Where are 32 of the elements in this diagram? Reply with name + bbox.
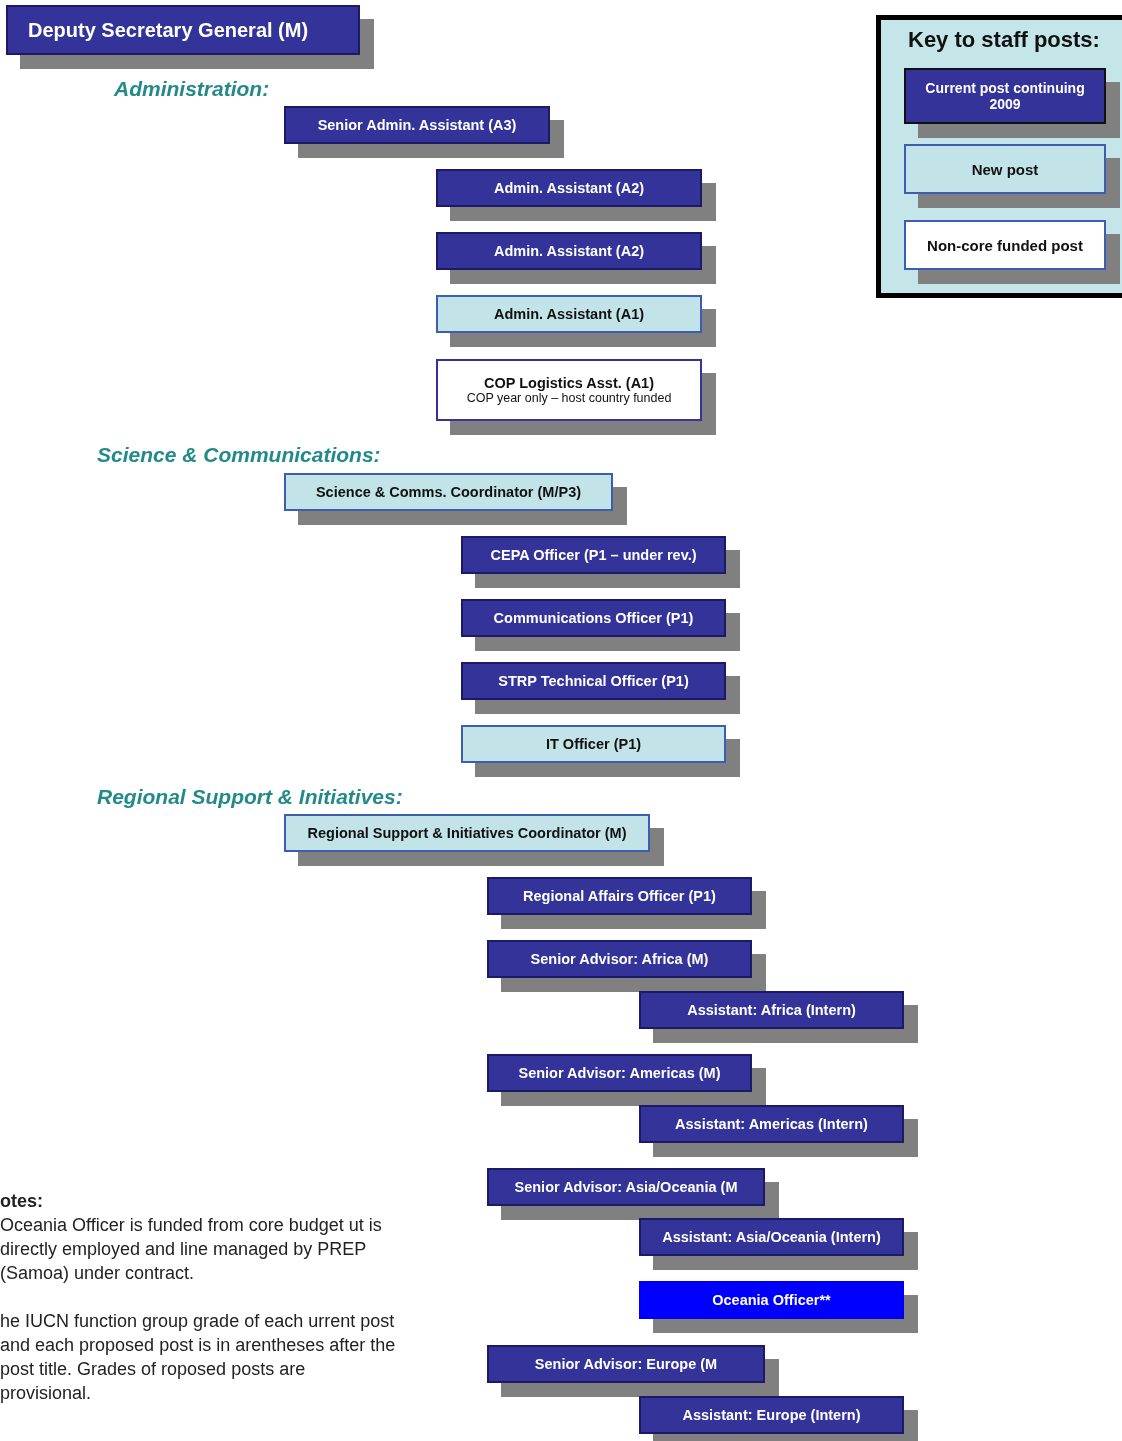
legend-label: New post xyxy=(970,159,1040,180)
post-box: Senior Advisor: Asia/Oceania (M xyxy=(487,1168,765,1206)
post-box: STRP Technical Officer (P1) xyxy=(461,662,726,700)
legend-label: Non-core funded post xyxy=(926,235,1084,256)
section-heading: Administration: xyxy=(114,77,270,101)
post-box: Admin. Assistant (A2) xyxy=(436,169,702,207)
notes-heading: otes: xyxy=(0,1190,43,1213)
post-box: Admin. Assistant (A2) xyxy=(436,232,702,270)
post-box: Senior Admin. Assistant (A3) xyxy=(284,106,550,144)
legend-label: Current post continuing 2009 xyxy=(924,79,1086,114)
post-box: Regional Support & Initiatives Coordinator (M) xyxy=(284,814,650,852)
post-box: Oceania Officer** xyxy=(639,1281,904,1319)
note-text: he IUCN function group grade of each urrent post and each proposed post is in arentheses after the post title. Grades of roposed posts are provisional. xyxy=(0,1310,397,1405)
post-box: Assistant: Africa (Intern) xyxy=(639,991,904,1029)
section-heading: Science & Communications: xyxy=(97,443,381,467)
post-box: CEPA Officer (P1 – under rev.) xyxy=(461,536,726,574)
post-box: Admin. Assistant (A1) xyxy=(436,295,702,333)
post-box: Communications Officer (P1) xyxy=(461,599,726,637)
section-heading: Regional Support & Initiatives: xyxy=(97,785,403,809)
post-box: Assistant: Asia/Oceania (Intern) xyxy=(639,1218,904,1256)
post-box: Senior Advisor: Europe (M xyxy=(487,1345,765,1383)
post-box: Assistant: Europe (Intern) xyxy=(639,1396,904,1434)
post-box: Senior Advisor: Americas (M) xyxy=(487,1054,752,1092)
post-box: COP Logistics Asst. (A1) COP year only – host country funded xyxy=(436,359,702,421)
post-box: IT Officer (P1) xyxy=(461,725,726,763)
post-box: Regional Affairs Officer (P1) xyxy=(487,877,752,915)
post-box: Senior Advisor: Africa (M) xyxy=(487,940,752,978)
post-box: Deputy Secretary General (M) xyxy=(6,5,360,55)
post-box: Assistant: Americas (Intern) xyxy=(639,1105,904,1143)
note-text: Oceania Officer is funded from core budget ut is directly employed and line managed by PREP (Samoa) under contract. xyxy=(0,1214,383,1285)
post-box: Science & Comms. Coordinator (M/P3) xyxy=(284,473,613,511)
key-title: Key to staff posts: xyxy=(908,27,1100,53)
